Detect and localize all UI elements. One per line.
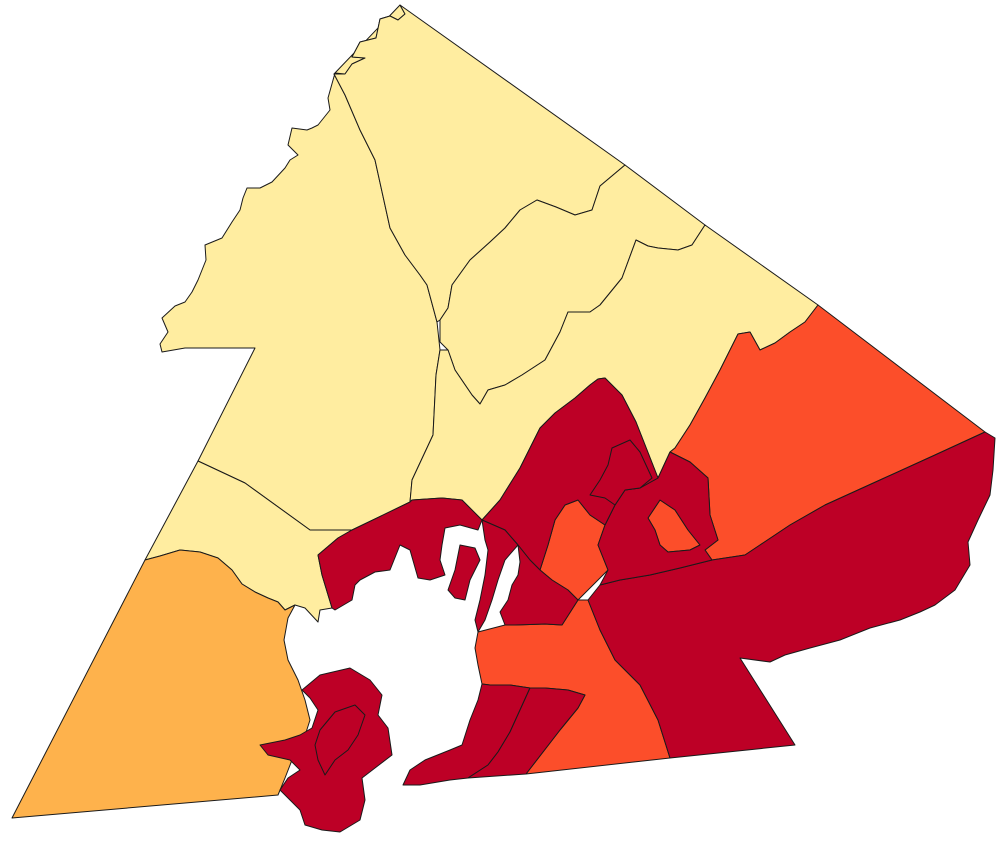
level-4-regions	[259, 377, 996, 833]
level-1-regions	[144, 4, 819, 623]
region-central-north-inner[interactable]	[589, 439, 653, 506]
region-harbor-pier[interactable]	[447, 544, 481, 601]
region-harbor-north[interactable]	[317, 497, 483, 611]
region-south-west[interactable]	[11, 549, 311, 819]
region-central-north[interactable]	[481, 377, 659, 571]
region-south-west-peninsula-inner[interactable]	[314, 704, 366, 776]
region-south-harbor-east[interactable]	[467, 687, 586, 779]
region-far-east[interactable]	[587, 431, 996, 759]
region-harbor-peninsula[interactable]	[474, 519, 519, 633]
level-2-regions	[11, 549, 311, 819]
region-harbor-east[interactable]	[499, 544, 579, 626]
